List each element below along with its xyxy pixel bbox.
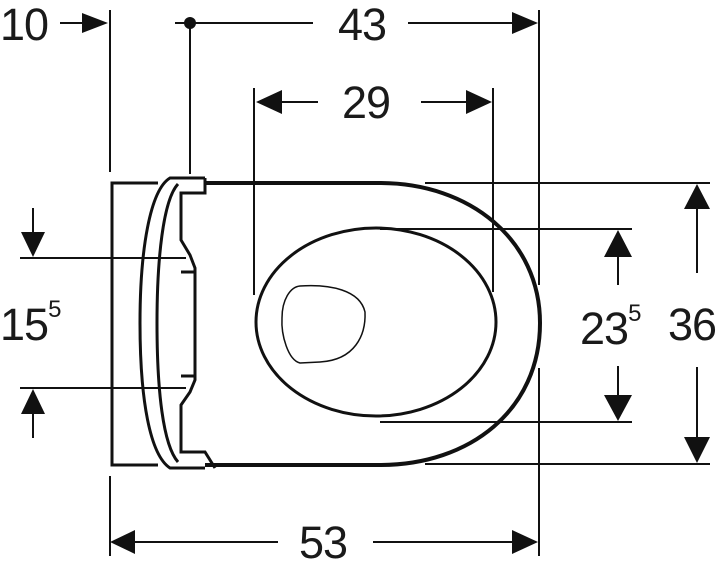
arrow-down-icon — [684, 437, 710, 463]
dimension-label-15-5: 155 — [0, 296, 62, 350]
bowl-inner-opening — [254, 226, 498, 418]
arrow-right-icon — [466, 90, 492, 114]
arrow-right-icon — [512, 530, 538, 554]
arrow-left-icon — [256, 90, 282, 114]
arrow-right-icon — [512, 12, 538, 34]
arrow-down-icon — [21, 232, 45, 257]
arrow-left-icon — [110, 530, 135, 554]
arrow-right-icon — [82, 13, 108, 33]
mounting-frame — [110, 181, 158, 467]
dimension-label-53: 53 — [299, 517, 348, 568]
arrow-up-icon — [21, 389, 45, 414]
dimension-label-10: 10 — [0, 0, 49, 50]
rear-connector — [179, 178, 217, 469]
arrow-up-icon — [604, 230, 632, 257]
wc-outline — [110, 176, 543, 470]
dimension-label-36: 36 — [668, 299, 717, 350]
drain-opening — [281, 284, 366, 364]
bowl-outer-rim — [205, 181, 543, 467]
dimension-label-29: 29 — [342, 77, 391, 128]
arrow-up-icon — [684, 184, 710, 209]
arrow-down-icon — [604, 395, 632, 421]
dimension-label-23-5: 235 — [580, 300, 642, 354]
dimension-label-43: 43 — [338, 0, 387, 50]
